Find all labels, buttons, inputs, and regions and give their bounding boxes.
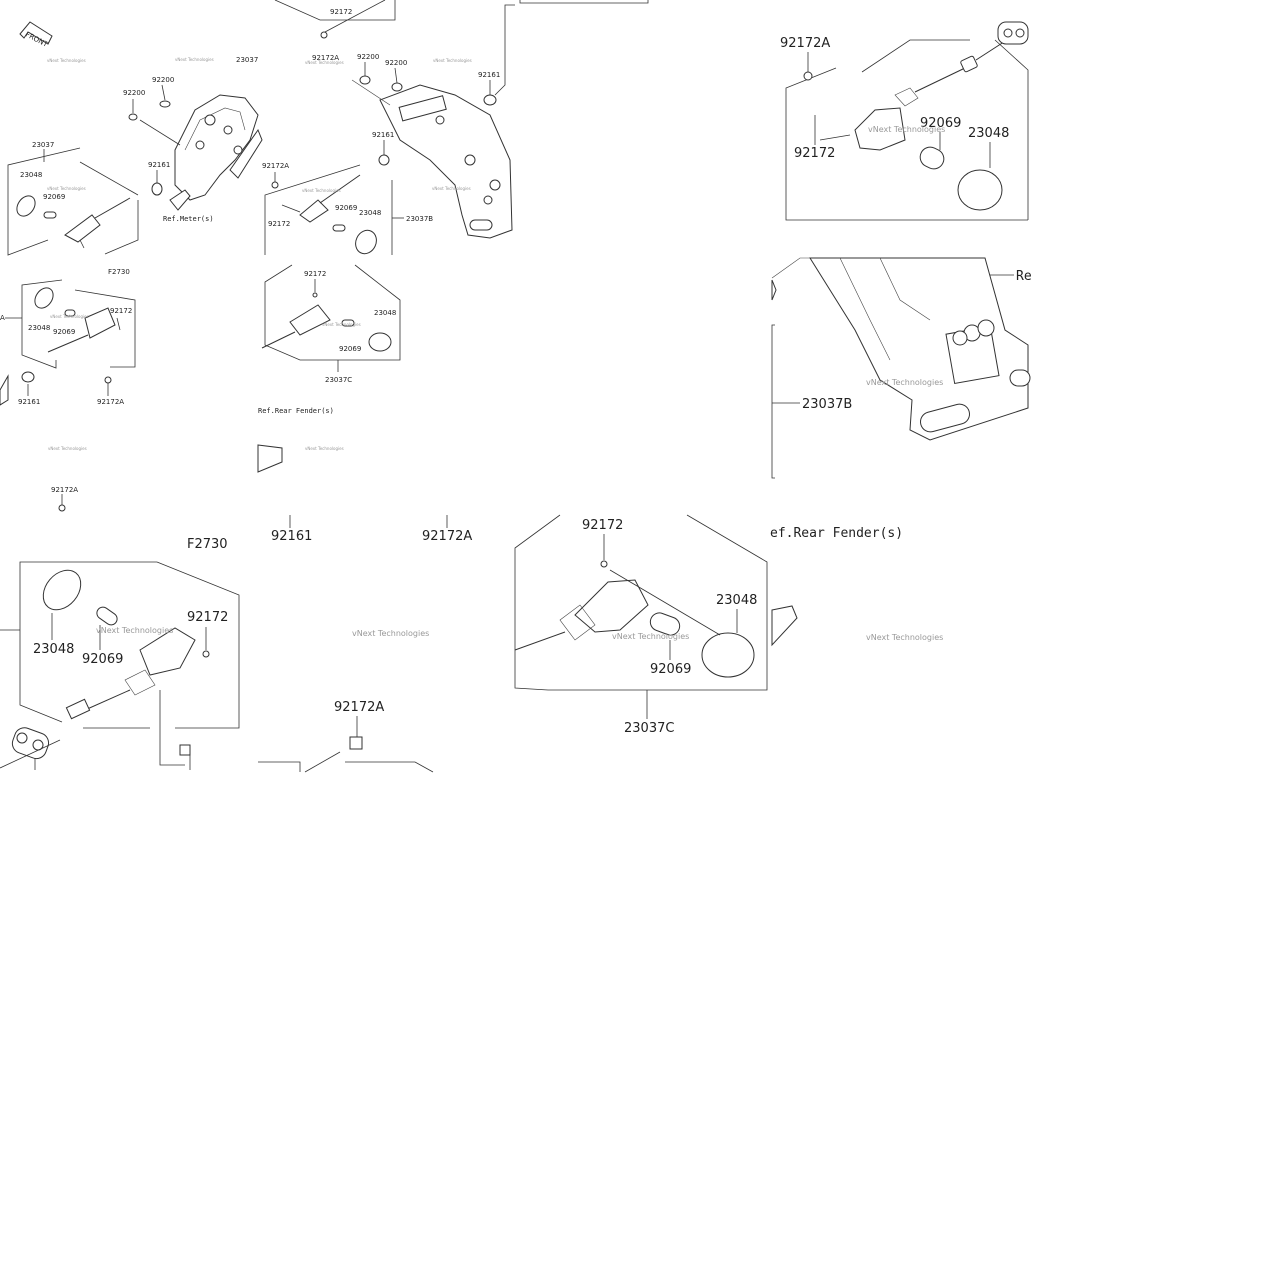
watermark-small-4: vNext Technologies bbox=[175, 57, 214, 62]
label-92069-large-mid: 92069 bbox=[650, 662, 691, 677]
lens-23048-large-top bbox=[957, 169, 1003, 211]
watermark-small-10: vNext Technologies bbox=[322, 322, 361, 327]
label-92172A-large-mid: 92172A bbox=[422, 529, 472, 544]
watermark-small-11: vNext Technologies bbox=[305, 446, 344, 451]
ref-partial-right: Re bbox=[1016, 269, 1032, 284]
watermark-small-6: vNext Technologies bbox=[305, 60, 344, 65]
label-92172A-a: 92172A bbox=[97, 398, 124, 406]
front-direction-arrow: FRONT bbox=[19, 21, 53, 49]
label-23037C-small: 23037C bbox=[325, 376, 352, 384]
label-92172A-d: 92172A bbox=[262, 162, 289, 170]
watermark-small-1: vNext Technologies bbox=[48, 446, 87, 451]
grommet-92161-a bbox=[151, 182, 163, 196]
watermark-large-3: vNext Technologies bbox=[96, 626, 173, 635]
label-92172-large-mid: 92172 bbox=[582, 518, 623, 533]
grommet-large-left bbox=[11, 727, 50, 760]
turn-signal-body-large-top bbox=[854, 107, 906, 151]
connector-stay bbox=[169, 189, 191, 211]
label-23037A-partial: A bbox=[0, 314, 5, 322]
watermark-small-3: vNext Technologies bbox=[47, 186, 86, 191]
grommet-92161-b bbox=[21, 371, 35, 383]
turn-signal-body-large-mid bbox=[574, 579, 649, 633]
label-92172A-large-top: 92172A bbox=[780, 36, 830, 51]
label-23037-a: 23037 bbox=[236, 56, 258, 64]
front-bracket-assembly bbox=[174, 94, 263, 201]
label-23037C-large: 23037C bbox=[624, 721, 674, 736]
watermark-small-2: vNext Technologies bbox=[47, 58, 86, 63]
label-92172A-c: 92172A bbox=[312, 54, 339, 62]
label-23037-b: 23037 bbox=[32, 141, 54, 149]
turn-signal-body-b bbox=[84, 307, 116, 339]
label-23048-large-left: 23048 bbox=[33, 642, 74, 657]
label-92200-d: 92200 bbox=[385, 59, 407, 67]
box-23037C-large: 92172 23048 92069 23037C vNext Technolog… bbox=[514, 514, 768, 736]
ref-rear-fender-large: ef.Rear Fender(s) bbox=[770, 526, 903, 541]
label-92069-c: 92069 bbox=[335, 204, 357, 212]
label-23048-d: 23048 bbox=[374, 309, 396, 317]
watermark-small-5: vNext Technologies bbox=[50, 314, 89, 319]
label-92172-large-top: 92172 bbox=[794, 146, 835, 161]
label-23048-a: 23048 bbox=[20, 171, 42, 179]
label-92172-a: 92172 bbox=[110, 307, 132, 315]
ref-meter: Ref.Meter(s) bbox=[163, 215, 214, 223]
label-92200-c: 92200 bbox=[357, 53, 379, 61]
grommet-92200-b bbox=[159, 100, 171, 108]
label-23048-b: 23048 bbox=[28, 324, 50, 332]
label-23048-large-top: 23048 bbox=[968, 126, 1009, 141]
fender-piece-large bbox=[771, 605, 798, 647]
watermark-small-8: vNext Technologies bbox=[432, 186, 471, 191]
box-23037A-small: A 23048 92069 92172 bbox=[0, 279, 136, 369]
lens-23048-large-mid bbox=[701, 632, 755, 678]
watermark-small-7: vNext Technologies bbox=[433, 58, 472, 63]
label-figure-code-large: F2730 bbox=[187, 537, 228, 552]
box-turn-signal-large-top: 92172A 92172 92069 23048 vNext Technolog… bbox=[780, 21, 1029, 221]
label-92161-c: 92161 bbox=[478, 71, 500, 79]
rear-bracket-assembly-large: Re 23037B vNext Technologies bbox=[771, 257, 1032, 479]
turn-signal-body-large-left bbox=[139, 627, 196, 676]
lens-ring-23048-a bbox=[16, 195, 36, 217]
watermark-large-4: vNext Technologies bbox=[352, 629, 429, 638]
lens-ring-23048-b bbox=[34, 287, 54, 309]
label-92069-d: 92069 bbox=[339, 345, 361, 353]
label-92172-b: 92172 bbox=[330, 8, 352, 16]
label-92069-large-top: 92069 bbox=[920, 116, 961, 131]
turn-signal-body-a bbox=[64, 214, 101, 243]
label-23048-c: 23048 bbox=[359, 209, 381, 217]
watermark-large-1: vNext Technologies bbox=[868, 125, 945, 134]
watermark-large-5: vNext Technologies bbox=[612, 632, 689, 641]
label-92172A-b: 92172A bbox=[51, 486, 78, 494]
label-23037B-small: 23037B bbox=[406, 215, 433, 223]
label-92172A-large-bottom: 92172A bbox=[334, 700, 384, 715]
watermark-large-6: vNext Technologies bbox=[866, 633, 943, 642]
bolt-92172A-large-bottom bbox=[349, 736, 363, 750]
rear-bracket-assembly-small: 92172 92172A 92200 92200 92161 92161 bbox=[274, 0, 649, 239]
label-92200-b: 92200 bbox=[123, 89, 145, 97]
label-92172-c: 92172 bbox=[268, 220, 290, 228]
label-92161-large: 92161 bbox=[271, 529, 312, 544]
watermark-large-2: vNext Technologies bbox=[866, 378, 943, 387]
box-23037C-small: 92172 23048 92069 23037C vNext Technolog… bbox=[261, 264, 401, 384]
label-23037B-large: 23037B bbox=[802, 397, 852, 412]
grommet-92200-a bbox=[128, 113, 138, 121]
lens-ring-23048-large-left bbox=[42, 569, 82, 611]
label-92161-d: 92161 bbox=[372, 131, 394, 139]
watermark-small-9: vNext Technologies bbox=[302, 188, 341, 193]
label-92172-d: 92172 bbox=[304, 270, 326, 278]
label-92161-a: 92161 bbox=[148, 161, 170, 169]
box-23037-small: 23037 23048 92069 bbox=[7, 141, 139, 256]
box-23037B-small: 23037B 92172A 92172 92069 23048 vNext Te… bbox=[262, 162, 433, 255]
label-92200-a: 92200 bbox=[152, 76, 174, 84]
label-figure-code-small: F2730 bbox=[108, 268, 130, 276]
label-92069-large-left: 92069 bbox=[82, 652, 123, 667]
label-92069-b: 92069 bbox=[53, 328, 75, 336]
label-92069-a: 92069 bbox=[43, 193, 65, 201]
ref-rear-fender-small: Ref.Rear Fender(s) bbox=[258, 407, 334, 415]
box-turn-signal-large-left: 23048 92069 92172 vNext Technologies bbox=[0, 561, 240, 770]
label-23048-large-mid: 23048 bbox=[716, 593, 757, 608]
label-92161-b: 92161 bbox=[18, 398, 40, 406]
label-92172-large-left: 92172 bbox=[187, 610, 228, 625]
